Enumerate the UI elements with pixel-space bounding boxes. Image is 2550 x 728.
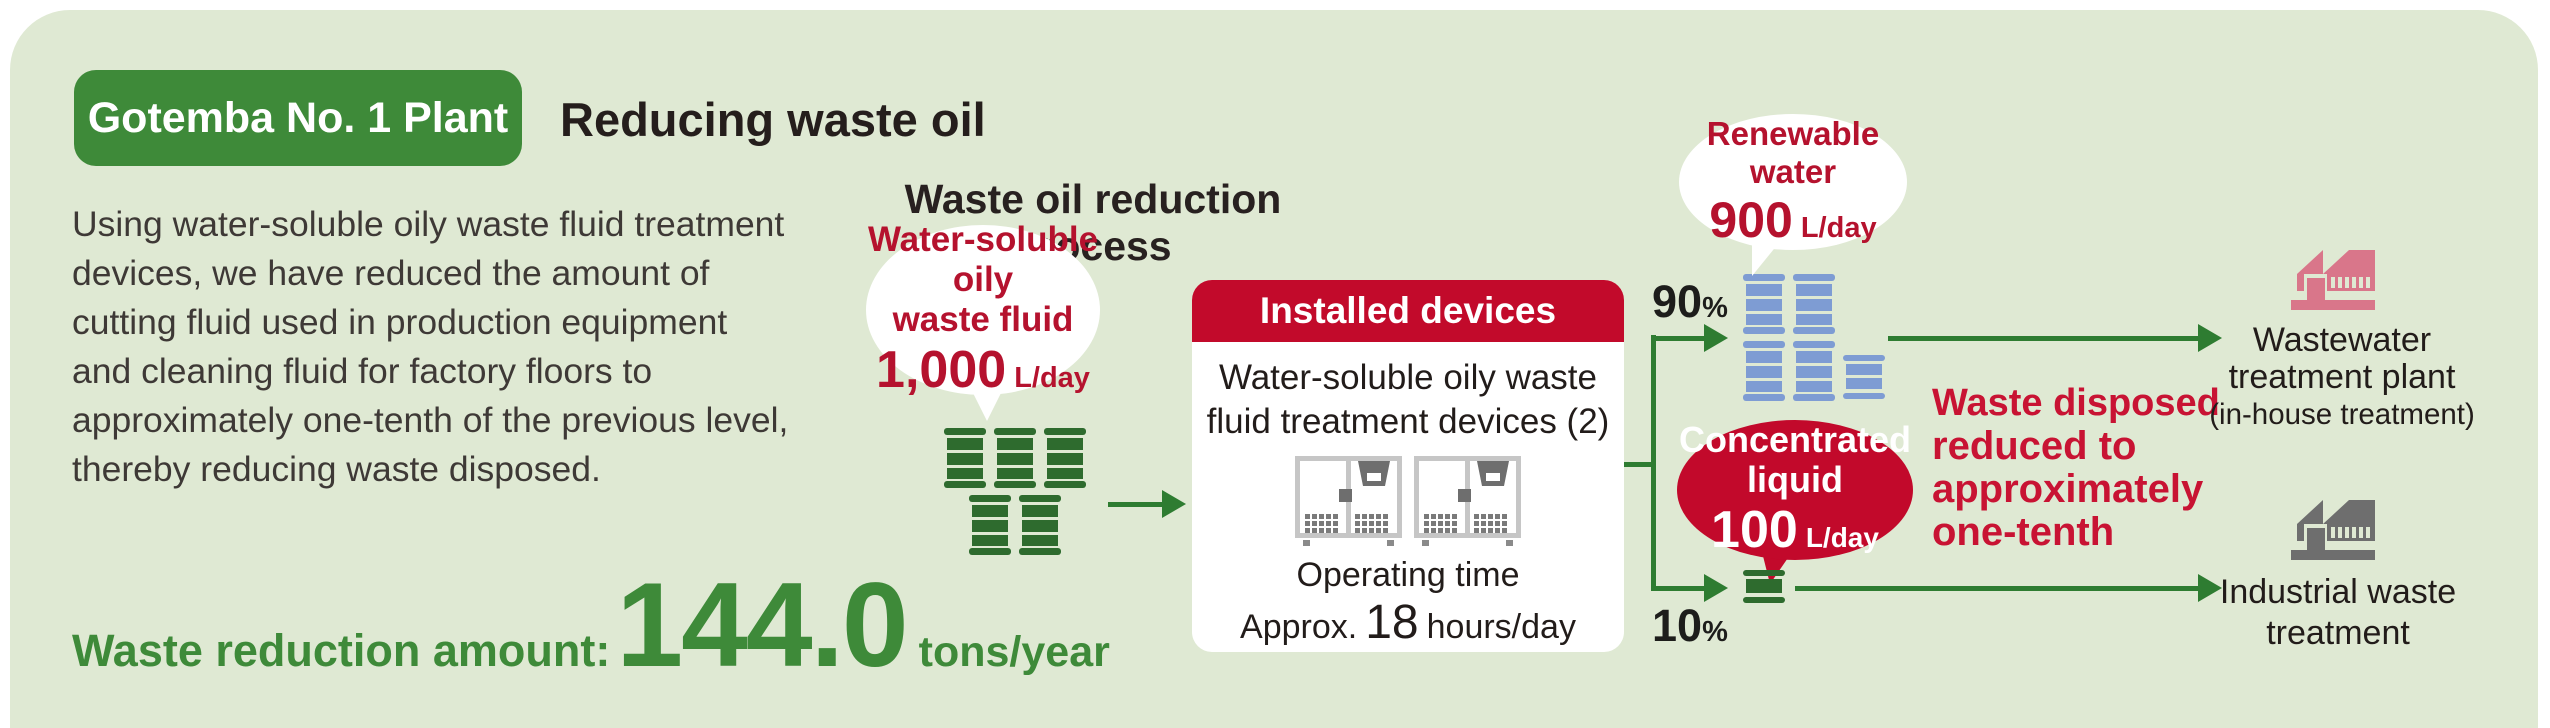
concentrated-bubble-unit: L/day [1805,522,1879,553]
connector-split-vertical [1651,335,1656,591]
concentrated-liquid-bubble: Concentrated liquid 100 L/day [1677,420,1913,560]
input-bubble-tail [972,391,1002,421]
intro-paragraph: Using water-soluble oily waste fluid tre… [72,200,788,494]
wastewater-factory-icon [2289,248,2379,312]
note-line1: Waste disposed [1932,382,2220,424]
waste-reduction-value: 144.0 [616,558,908,692]
connector-card-out [1624,462,1656,467]
line-to-wastewater [1888,336,2198,341]
intro-line: and cleaning fluid for factory floors to [72,351,653,391]
industrial-line1: Industrial waste [2219,573,2457,611]
installed-devices-header-label: Installed devices [1259,290,1557,331]
note-line3: approximately [1932,467,2204,511]
renewable-bubble-line1: Renewable [1706,115,1880,152]
operating-time-unit: hours/day [1426,608,1576,646]
intro-line: cutting fluid used in production equipme… [72,302,728,342]
wastewater-line2: treatment plant [2228,358,2456,396]
waste-disposed-note: Waste disposed reduced to approximately … [1932,382,2220,554]
renewable-water-barrels-icon [1742,274,1886,401]
plant-badge: Gotemba No. 1 Plant [74,70,522,166]
split-10-value: 10 [1652,600,1703,651]
installed-devices-card: Installed devices Water-soluble oily was… [1192,280,1624,652]
split-90-label: 90% [1652,276,1728,328]
intro-line: devices, we have reduced the amount of [72,253,710,293]
input-bubble-line2: waste fluid [892,300,1074,339]
industrial-label: Industrial waste treatment [2198,572,2478,654]
waste-reduction-amount: Waste reduction amount: 144.0 tons/year [72,556,1110,694]
renewable-water-bubble: Renewable water 900 L/day [1679,114,1907,250]
split-10-label: 10% [1652,600,1728,652]
note-line2: reduced to [1932,424,2137,468]
split-90-value: 90 [1652,276,1703,327]
arrowhead-input-to-devices-icon [1162,490,1186,518]
arrowhead-to-renewable-icon [1704,324,1728,352]
operating-time: Operating time Approx. 18 hours/day [1192,556,1624,650]
installed-devices-description: Water-soluble oily waste fluid treatment… [1192,356,1624,444]
intro-line: approximately one-tenth of the previous … [72,400,789,440]
renewable-bubble-tail [1752,244,1778,276]
treatment-device-icon [1295,456,1402,546]
plant-badge-label: Gotemba No. 1 Plant [87,93,509,142]
intro-line: thereby reducing waste disposed. [72,449,601,489]
concentrated-barrel-icon [1742,570,1786,604]
split-90-percent: % [1702,292,1728,324]
operating-time-label: Operating time [1296,556,1520,594]
installed-devices-header: Installed devices [1192,280,1624,342]
line-to-industrial [1795,586,2198,591]
waste-reduction-label: Waste reduction amount: [72,625,611,676]
note-line4: one-tenth [1932,510,2115,554]
devices-desc-line1: Water-soluble oily waste [1218,358,1597,397]
input-bubble: Water-soluble oily waste fluid 1,000 L/d… [866,220,1100,399]
arrowhead-to-concentrated-icon [1704,574,1728,602]
treatment-devices-icons [1192,456,1624,546]
industrial-factory-icon [2289,498,2379,562]
input-bubble-unit: L/day [1014,362,1090,394]
devices-desc-line2: fluid treatment devices (2) [1206,402,1610,441]
concentrated-bubble-value: 100 [1711,501,1798,559]
wastewater-line3: (in-house treatment) [2209,398,2475,431]
arrow-to-concentrated [1651,586,1706,591]
intro-line: Using water-soluble oily waste fluid tre… [72,204,785,244]
arrowhead-to-wastewater-icon [2198,324,2222,352]
waste-reduction-unit: tons/year [918,628,1110,676]
waste-fluid-barrels-icon [943,428,1087,555]
page-title: Reducing waste oil [560,93,986,146]
arrow-input-to-devices [1108,502,1164,507]
renewable-bubble-value: 900 [1709,192,1793,248]
wastewater-line1: Wastewater [2252,321,2432,359]
wastewater-label: Wastewater treatment plant (in-house tre… [2202,322,2482,433]
arrowhead-to-industrial-icon [2198,574,2222,602]
process-heading: Waste oil reduction process [904,176,1282,269]
concentrated-bubble-line1: Concentrated [1678,419,1912,460]
industrial-line2: treatment [2266,614,2410,652]
input-bubble-line1: Water-soluble oily [867,220,1099,299]
concentrated-bubble-line2: liquid [1747,459,1843,500]
operating-time-value: 18 [1365,596,1419,649]
renewable-bubble-line2: water [1749,153,1837,190]
input-bubble-value: 1,000 [876,341,1007,399]
split-10-percent: % [1702,616,1728,648]
operating-time-prefix: Approx. [1240,608,1358,646]
treatment-device-icon [1414,456,1521,546]
renewable-bubble-unit: L/day [1800,212,1877,244]
arrow-to-renewable [1651,336,1706,341]
